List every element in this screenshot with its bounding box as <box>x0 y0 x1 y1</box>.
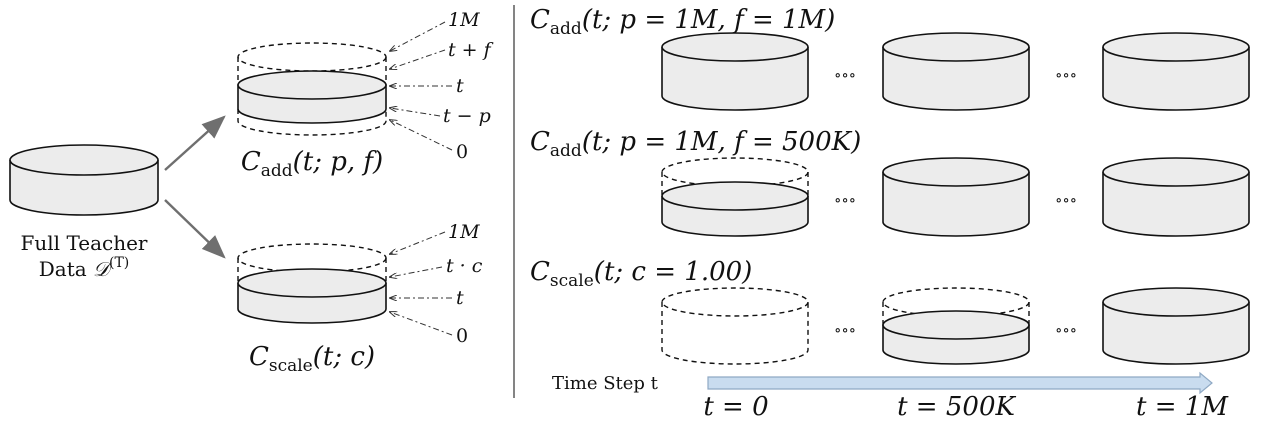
time-tick-1m: t = 1M <box>1136 392 1229 422</box>
row2-cylinder-t1m <box>1103 158 1249 236</box>
source-label-line1: Full Teacher <box>21 231 148 255</box>
source-label-line2: Data 𝒟(T) <box>39 255 130 281</box>
full-teacher-data-cylinder <box>10 145 158 215</box>
row2-cylinder-t500k <box>883 158 1029 236</box>
scale-caption: Cscale(t; c) <box>249 342 375 376</box>
time-tick-500k: t = 500K <box>897 392 1016 422</box>
row3-cylinder-t500k <box>883 288 1029 364</box>
add-tick-leaders <box>390 22 452 150</box>
row2-ellipsis-a: ∘∘∘ <box>834 191 856 209</box>
add-caption: Cadd(t; p, f) <box>241 147 383 181</box>
add-tick-t-plus-f: t + f <box>448 39 494 61</box>
row1-ellipsis-b: ∘∘∘ <box>1055 66 1077 84</box>
row1-cylinder-t500k <box>883 33 1029 110</box>
add-tick-1m: 1M <box>448 9 480 31</box>
arrow-to-scale <box>165 200 224 257</box>
time-tick-0: t = 0 <box>703 392 768 422</box>
row3-ellipsis-a: ∘∘∘ <box>834 321 856 339</box>
scale-tick-t-times-c: t · c <box>446 255 483 277</box>
row2-ellipsis-b: ∘∘∘ <box>1055 191 1077 209</box>
add-tick-t: t <box>456 75 464 97</box>
scale-tick-0: 0 <box>456 325 468 347</box>
scale-tick-leaders <box>390 232 452 335</box>
row1-ellipsis-a: ∘∘∘ <box>834 66 856 84</box>
scale-window-cylinder <box>238 244 386 323</box>
scale-tick-t: t <box>456 287 464 309</box>
row3-cylinder-t1m <box>1103 288 1249 364</box>
arrow-to-add <box>165 117 224 170</box>
timeline-arrow <box>708 373 1212 393</box>
add-window-cylinder <box>238 43 386 135</box>
add-tick-0: 0 <box>456 141 468 163</box>
scale-tick-1m: 1M <box>448 221 480 243</box>
row1-cylinder-t1m <box>1103 33 1249 110</box>
row3-ellipsis-b: ∘∘∘ <box>1055 321 1077 339</box>
time-step-label: Time Step t <box>552 373 659 394</box>
row2-title: Cadd(t; p = 1M, f = 500K) <box>530 127 861 161</box>
row2-cylinder-t0 <box>662 158 808 236</box>
row1-title: Cadd(t; p = 1M, f = 1M) <box>530 5 835 39</box>
row3-cylinder-t0 <box>662 288 808 364</box>
row3-title: Cscale(t; c = 1.00) <box>530 257 752 291</box>
add-tick-t-minus-p: t − p <box>443 105 491 127</box>
row1-cylinder-t0 <box>662 33 808 110</box>
